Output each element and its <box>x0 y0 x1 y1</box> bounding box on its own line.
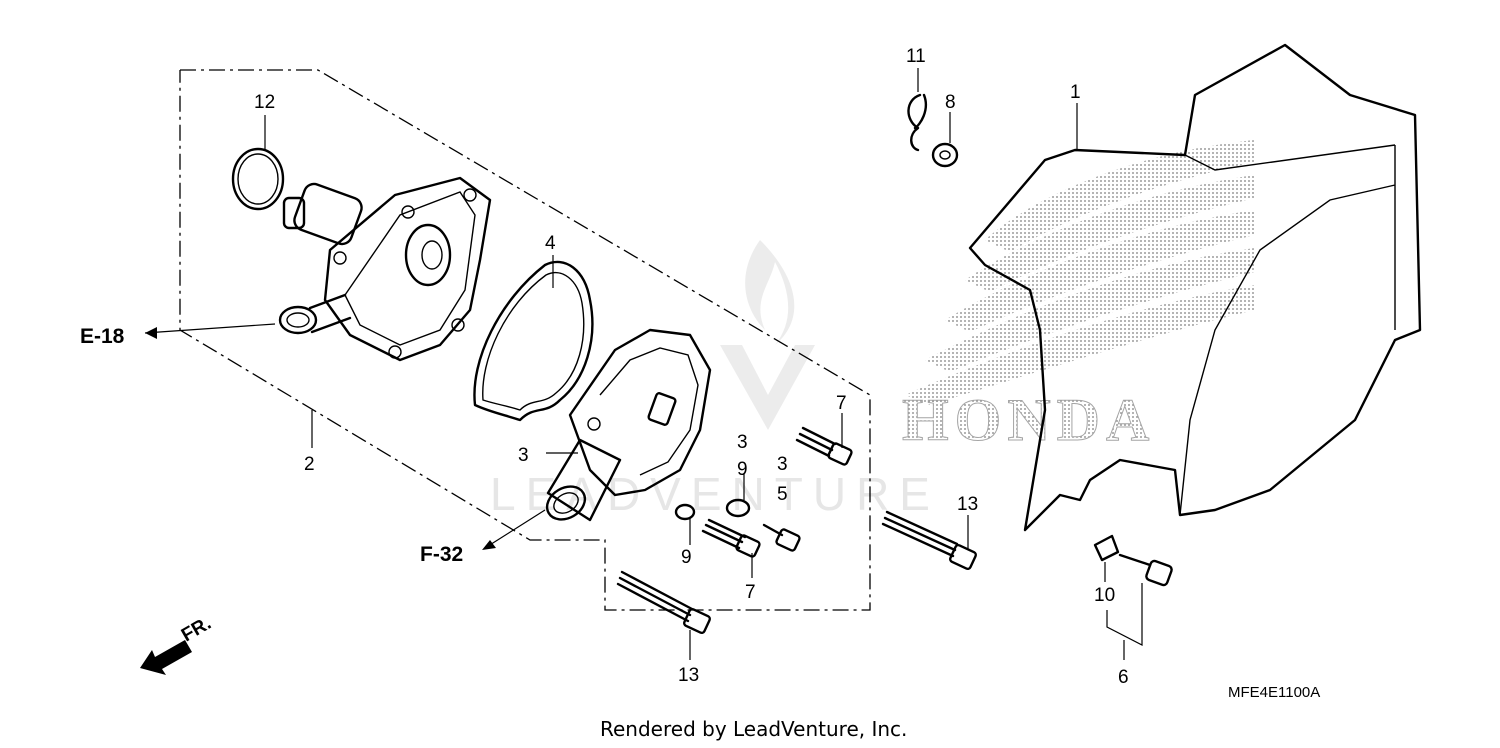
clip-part-11 <box>907 93 928 152</box>
diagram-code: MFE4E1100A <box>1228 684 1320 701</box>
callout-3-right: 3 <box>777 454 788 475</box>
callout-12: 12 <box>254 92 275 113</box>
callout-4: 4 <box>545 233 556 254</box>
reference-e18: E-18 <box>80 325 125 348</box>
callout-9-upper: 9 <box>737 459 748 480</box>
long-bolt-part-13-lower <box>616 570 711 635</box>
washer-part-8-hole <box>939 150 951 160</box>
reference-f32: F-32 <box>420 543 463 566</box>
washer-part-8 <box>931 142 959 168</box>
front-direction-arrow: FR. <box>140 613 215 675</box>
water-pump-part-2 <box>278 176 492 362</box>
callout-11: 11 <box>906 46 926 67</box>
honda-logo-text: HONDA <box>902 387 1155 453</box>
callout-3-upper: 3 <box>737 432 748 453</box>
washer-part-9-right <box>725 498 751 518</box>
long-bolt-part-13-right <box>881 510 977 571</box>
screw-part-10 <box>1093 534 1173 587</box>
callout-13-lower: 13 <box>678 665 699 686</box>
cover-part-1 <box>968 43 1422 532</box>
gasket-part-4 <box>473 260 594 422</box>
washer-part-9-left <box>674 503 696 521</box>
assembly-boundary <box>179 69 871 611</box>
callout-1: 1 <box>1070 82 1081 103</box>
honda-wing-logo: HONDA <box>902 140 1255 454</box>
hose-joint-part-3 <box>545 328 712 522</box>
bolt-part-7-upper <box>795 426 853 466</box>
leader-lines <box>144 68 1143 660</box>
callout-2: 2 <box>304 454 315 475</box>
gasket-inner <box>482 272 585 411</box>
bolt-part-5 <box>762 523 801 552</box>
callout-10: 10 <box>1094 585 1115 606</box>
callout-7-lower: 7 <box>745 582 756 603</box>
rendered-by-footer: Rendered by LeadVenture, Inc. <box>600 717 907 741</box>
callout-5: 5 <box>777 484 788 505</box>
bolt-part-7-lower <box>701 518 761 558</box>
callout-8: 8 <box>945 92 956 113</box>
callout-3-joint: 3 <box>518 445 529 466</box>
callout-7-upper: 7 <box>836 393 847 414</box>
o-ring-part-12 <box>231 147 285 211</box>
callout-9-lower: 9 <box>681 547 692 568</box>
callout-13-right: 13 <box>957 494 978 515</box>
o-ring-inner <box>237 153 279 205</box>
callout-6: 6 <box>1118 667 1129 688</box>
cover-inner-edge <box>1179 144 1396 516</box>
